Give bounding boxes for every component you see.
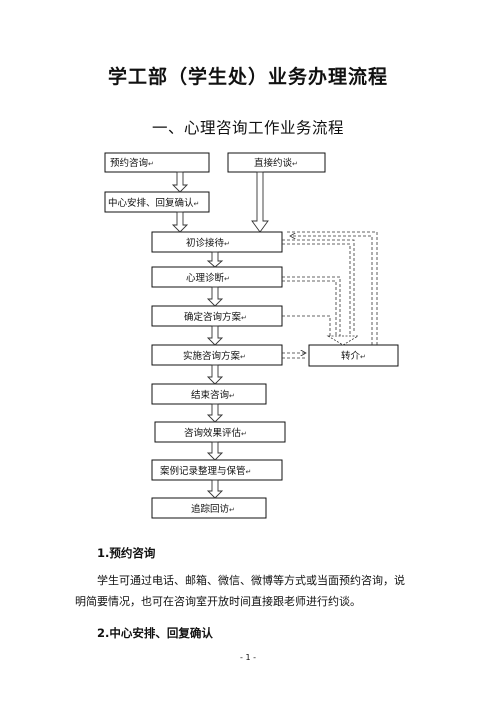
arrow-walkin-to-intake (251, 171, 269, 233)
box-diagnosis: 心理诊断↵ (151, 266, 283, 288)
arrow-diagnosis-to-plan (206, 286, 224, 307)
arrow-records-to-followup (206, 479, 224, 499)
workflow-flowchart: 预约咨询↵ 直接约谈↵ 中心安排、回复确认↵ 初诊接待↵ 心理诊断↵ 确定咨询方… (104, 152, 399, 519)
box-referral: 转介↵ (308, 344, 399, 367)
section-heading-1: 1.预约咨询 (97, 546, 156, 560)
box-implement: 实施咨询方案↵ (151, 344, 283, 366)
return-mark: ↵ (246, 468, 252, 476)
section-title: 一、心理咨询工作业务流程 (151, 119, 344, 137)
box-arrange: 中心安排、回复确认↵ (104, 191, 210, 213)
box-end-label: 结束咨询↵ (191, 389, 235, 401)
section-body-1-line-2: 明简要情况，也可在咨询室开放时间直接跟老师进行约谈。 (75, 595, 361, 608)
arrow-end-to-evaluate (206, 403, 224, 423)
dashed-referral-return (290, 236, 373, 345)
return-mark: ↵ (229, 506, 235, 514)
arrow-plan-to-implement (206, 325, 224, 346)
box-walkin-label: 直接约谈↵ (254, 157, 298, 169)
dashed-referral-return-2 (286, 231, 378, 345)
section-body-1: 学生可通过电话、邮箱、微信、微博等方式或当面预约咨询，说 明简要情况，也可在咨询… (75, 570, 419, 612)
dashed-arrowhead-referral (326, 335, 360, 346)
return-mark: ↵ (360, 353, 366, 361)
section-body-1-line-1: 学生可通过电话、邮箱、微信、微博等方式或当面预约咨询，说 (97, 574, 405, 587)
return-mark: ↵ (224, 240, 230, 248)
return-mark: ↵ (224, 275, 230, 283)
dashed-diagnosis-branch-2 (282, 280, 337, 336)
box-evaluate-label: 咨询效果评估↵ (184, 427, 247, 439)
box-arrange-label: 中心安排、回复确认↵ (108, 197, 199, 209)
box-records: 案例记录整理与保管↵ (151, 459, 283, 481)
box-followup: 追踪回访↵ (151, 497, 267, 519)
dashed-intake-branch (282, 239, 355, 332)
box-referral-label: 转介↵ (341, 350, 366, 362)
box-intake: 初诊接待↵ (151, 231, 283, 253)
return-mark: ↵ (148, 160, 154, 168)
box-implement-label: 实施咨询方案↵ (183, 350, 246, 362)
arrow-arrange-to-intake (171, 211, 189, 233)
box-plan: 确定咨询方案↵ (151, 305, 283, 327)
dashed-diagnosis-branch (282, 276, 341, 336)
box-followup-label: 追踪回访↵ (191, 503, 235, 515)
box-end: 结束咨询↵ (151, 383, 267, 405)
return-mark: ↵ (241, 430, 247, 438)
arrow-evaluate-to-records (206, 441, 224, 461)
box-evaluate: 咨询效果评估↵ (154, 421, 286, 443)
box-appointment: 预约咨询↵ (104, 152, 210, 173)
arrow-implement-to-end (206, 364, 224, 385)
box-intake-label: 初诊接待↵ (186, 237, 230, 249)
return-mark: ↵ (241, 314, 247, 322)
box-records-label: 案例记录整理与保管↵ (160, 465, 251, 477)
return-mark: ↵ (229, 392, 235, 400)
dashed-plan-branch (282, 315, 331, 338)
return-mark: ↵ (292, 160, 298, 168)
page-number: - 1 - (240, 653, 256, 662)
section-heading-2: 2.中心安排、回复确认 (97, 626, 213, 640)
box-walkin: 直接约谈↵ (227, 152, 326, 173)
box-plan-label: 确定咨询方案↵ (184, 311, 247, 323)
return-mark: ↵ (240, 353, 246, 361)
box-diagnosis-label: 心理诊断↵ (186, 272, 230, 284)
arrow-appointment-to-arrange (171, 171, 189, 193)
arrow-intake-to-diagnosis (206, 251, 224, 268)
dashed-intake-branch-2 (282, 243, 351, 335)
box-appointment-label: 预约咨询↵ (110, 157, 154, 169)
return-mark: ↵ (194, 200, 200, 208)
page-title: 学工部（学生处）业务办理流程 (107, 66, 388, 88)
